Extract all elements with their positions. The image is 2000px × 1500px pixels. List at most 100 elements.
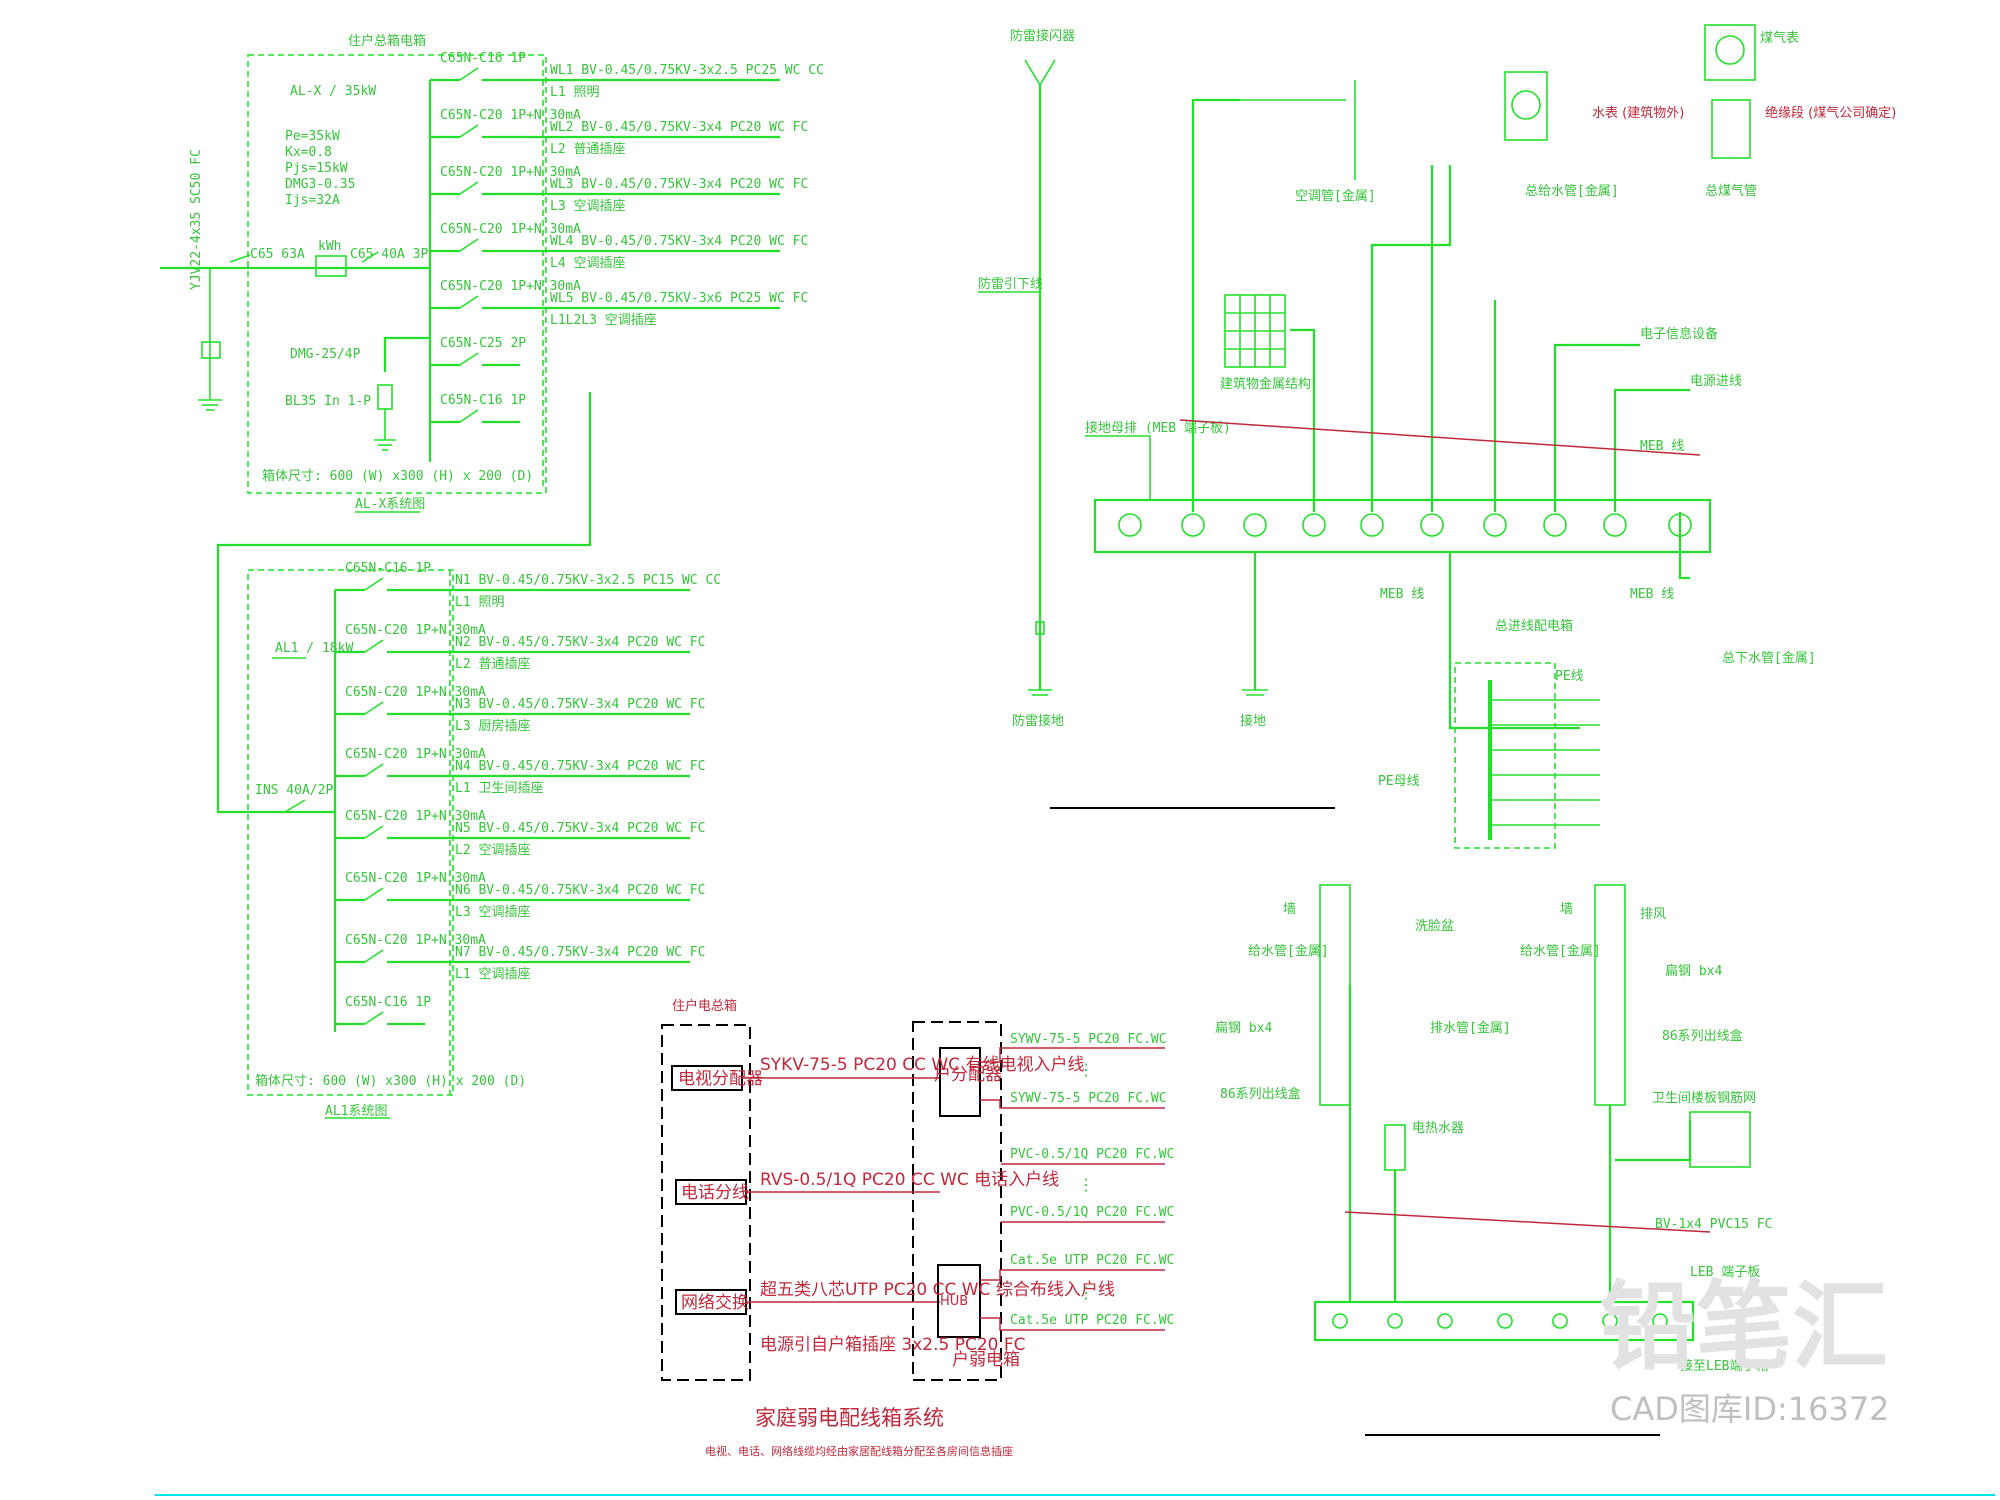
basin-label: 洗脸盆: [1415, 919, 1454, 934]
incoming-cable: YJV22-4x35 SC50 FC: [189, 149, 204, 290]
exhaust-label: 排风: [1640, 907, 1666, 922]
panel-a-load-label: L1L2L3 空调插座: [550, 313, 657, 328]
panel-b-breaker-label: C65N-C20 1P+N 30mA: [345, 685, 486, 700]
insulation-label: 绝缘段 (煤气公司确定): [1765, 105, 1896, 121]
meb-terminals: [1118, 513, 1692, 537]
tv-entry-note: SYKV-75-5 PC20 CC WC 有线电视入户线: [760, 1055, 1084, 1075]
panel-a-load-label: L3 空调插座: [550, 199, 625, 214]
weak-system-title: 家庭弱电配线箱系统: [755, 1406, 944, 1430]
meb-terminal: [1603, 513, 1627, 537]
panel-b-diagram: AL1 / 18kW INS 40A/2P 箱体尺寸: 600 (W) x300…: [216, 392, 592, 1119]
steel1-label: 扁钢 bx4: [1215, 1021, 1272, 1036]
panel-a-caption: AL-X系统图: [355, 497, 425, 512]
tv-distributor: [939, 1047, 981, 1117]
panel-a-breaker-label: C65N-C20 1P+N 30mA: [440, 279, 581, 294]
main-box-label: 总进线配电箱: [1495, 618, 1573, 634]
panel-a-load-label: L4 空调插座: [550, 256, 625, 271]
panel-a-circuit-label: WL4 BV-0.45/0.75KV-3x4 PC20 WC FC: [550, 234, 808, 249]
phone-entry-note: RVS-0.5/1Q PC20 CC WC 电话入户线: [760, 1170, 1059, 1190]
drain-label: 总下水管[金属]: [1722, 650, 1816, 666]
leb-terminal: [1437, 1313, 1453, 1329]
panel-b-load-label: L3 厨房插座: [455, 718, 530, 734]
panel-b-load-label: L3 空调插座: [455, 905, 530, 920]
watermark-brand: 铅笔汇: [1600, 1271, 1888, 1383]
spd-type: BL35 In 1-P: [285, 394, 371, 409]
svg-text:⋮: ⋮: [1078, 1060, 1094, 1079]
info-equipment-label: 电子信息设备: [1640, 326, 1718, 342]
cable-label: BV-1x4 PVC15 FC: [1655, 1217, 1772, 1232]
leb-terminal: [1652, 1313, 1668, 1329]
meter-box: [315, 255, 347, 277]
panel-a-circuit-label: WL5 BV-0.45/0.75KV-3x6 PC25 WC FC: [550, 291, 808, 306]
output-5: Cat.5e UTP PC20 FC.WC: [1010, 1253, 1174, 1268]
panel-a-breaker-label: C65N-C20 1P+N 30mA: [440, 108, 581, 123]
heater: [1384, 1124, 1406, 1171]
meb-line-label-2: MEB 线: [1380, 587, 1424, 602]
panel-b-circuit-label: N6 BV-0.45/0.75KV-3x4 PC20 WC FC: [455, 883, 705, 898]
panel-b-breaker-label: C65N-C20 1P+N 30mA: [345, 809, 486, 824]
panel-b-load-label: L2 普通插座: [455, 657, 530, 672]
meb-terminal: [1302, 513, 1326, 537]
wall2-label: 墙: [1560, 902, 1573, 917]
panel-b-breaker-label: C65N-C20 1P+N 30mA: [345, 623, 486, 638]
gas-pipe-label: 总煤气管: [1705, 183, 1757, 199]
weak-current-system: 住户电总箱 电视分配器 电话分线 网络交换 户分配器 HUB 户弱电箱 SYKV…: [661, 998, 1174, 1458]
leb-terminal: [1332, 1313, 1348, 1329]
output-2: SYWV-75-5 PC20 FC.WC: [1010, 1091, 1167, 1106]
meb-terminal: [1543, 513, 1567, 537]
panel-a-load-label: L2 普通插座: [550, 142, 625, 157]
duct-label: 空调管[金属]: [1295, 188, 1376, 204]
bathroom-diagram: 墙 墙 洗脸盆 给水管[金属] 给水管[金属] 扁钢 bx4 排风 扁钢 bx4…: [1215, 884, 1772, 1436]
panel-a-load-label: L1 照明: [550, 85, 599, 100]
meb-terminal: [1181, 513, 1205, 537]
panel-b-title: AL1 / 18kW: [275, 641, 353, 656]
rebar-label-2: 卫生间楼板钢筋网: [1652, 1090, 1756, 1106]
meb-terminal: [1360, 513, 1384, 537]
meb-bar: [1093, 498, 1712, 554]
panel-a-param: Ijs=32A: [285, 193, 340, 208]
phone-box-label: 电话分线: [681, 1183, 749, 1203]
ldb-label: LEB 端子板: [1690, 1265, 1760, 1280]
network-entry-note: 超五类八芯UTP PC20 CC WC 综合布线入户线: [760, 1280, 1115, 1300]
panel-b-circuit-label: N4 BV-0.45/0.75KV-3x4 PC20 WC FC: [455, 759, 705, 774]
panel-b-breaker-label: C65N-C20 1P+N 30mA: [345, 871, 486, 886]
drain-pipe-label: 排水管[金属]: [1430, 1020, 1511, 1036]
wall-right: [1594, 884, 1626, 1106]
panel-b-load-label: L2 空调插座: [455, 843, 530, 858]
panel-b-load-label: L1 卫生间插座: [455, 781, 543, 796]
weak-box-label: 户弱电箱: [952, 1350, 1020, 1370]
meb-line-label: MEB 线: [1640, 439, 1684, 454]
meb-terminal: [1420, 513, 1444, 537]
pe-label: PE线: [1555, 669, 1584, 684]
panel-b-circuit-label: N5 BV-0.45/0.75KV-3x4 PC20 WC FC: [455, 821, 705, 836]
grounding-diagram: 防雷接闪器 防雷引下线 防雷接地 接地母排 (MEB 端子板) 接地 空调管[金…: [978, 24, 1896, 849]
meb-terminal: [1483, 513, 1507, 537]
spd-label: DMG-25/4P: [290, 347, 361, 362]
panel-a-breaker-label: C65N-C25 2P: [440, 336, 526, 351]
heater-label: 电热水器: [1412, 1121, 1464, 1136]
output-6: Cat.5e UTP PC20 FC.WC: [1010, 1313, 1174, 1328]
pen-label: PE母线: [1378, 774, 1420, 789]
leb-terminal: [1387, 1313, 1403, 1329]
panel-a-circuit-label: WL1 BV-0.45/0.75KV-3x2.5 PC25 WC CC: [550, 63, 824, 78]
svg-text:⋮: ⋮: [1078, 1283, 1094, 1302]
weak-left-enclosure: [661, 1024, 751, 1381]
main-breaker: C65 63A: [250, 247, 305, 262]
panel-a-rating: AL-X / 35kW: [290, 84, 376, 99]
output-4: PVC-0.5/1Q PC20 FC.WC: [1010, 1205, 1174, 1220]
meb-line-label-3: MEB 线: [1630, 587, 1674, 602]
leb-terminal: [1602, 1313, 1618, 1329]
output-3: PVC-0.5/1Q PC20 FC.WC: [1010, 1147, 1174, 1162]
box2-label: 86系列出线盒: [1662, 1028, 1743, 1044]
panel-b-breaker-label: C65N-C20 1P+N 30mA: [345, 747, 486, 762]
water-pipe-label: 总给水管[金属]: [1525, 183, 1619, 199]
hub-label: HUB: [940, 1294, 968, 1309]
panel-a-param: Pjs=15kW: [285, 161, 348, 176]
tv-splitter-label: 电视分配器: [678, 1069, 763, 1089]
wall1-label: 墙: [1283, 902, 1296, 917]
panel-b-circuit-label: N2 BV-0.45/0.75KV-3x4 PC20 WC FC: [455, 635, 705, 650]
panel-a-boundary: [247, 54, 547, 494]
leb-terminal: [1552, 1313, 1568, 1329]
down-conductor-label: 防雷引下线: [978, 276, 1043, 292]
weak-system-subtitle: 电视、电话、网络线缆均经由家居配线箱分配至各房间信息插座: [705, 1444, 1013, 1458]
